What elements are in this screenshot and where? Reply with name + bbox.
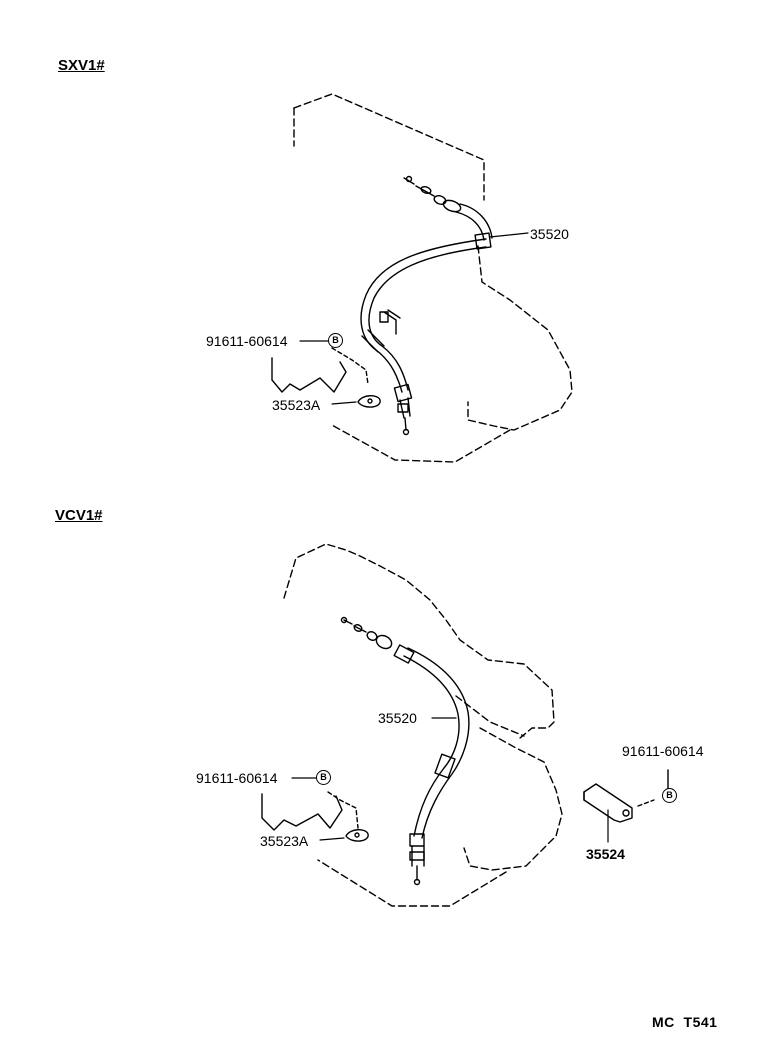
- sxv-shift-cable: [360, 175, 493, 436]
- vcv-left-bracket-area: [261, 791, 369, 842]
- section-title-sxv: SXV1#: [58, 57, 105, 74]
- vcv-bolt-left-marker-icon: B: [316, 770, 331, 785]
- vcv-cable-label: 35520: [378, 710, 417, 726]
- sxv-bracket-label: 35523A: [272, 397, 321, 413]
- vcv-shift-cable: [340, 616, 470, 886]
- vcv-leaders: [291, 717, 609, 843]
- sxv-bolt-label: 91611-60614: [206, 333, 288, 349]
- vcv-right-bracket-part: [583, 769, 669, 823]
- vcv-transmission-outline: [283, 543, 563, 907]
- section-title-vcv: VCV1#: [55, 507, 103, 524]
- diagram-code: MC T541: [652, 1014, 718, 1030]
- vcv-bolt-right-label: 91611-60614: [622, 743, 704, 759]
- vcv-bolt-right-marker-icon: B: [662, 788, 677, 803]
- vcv-bracket-right-label: 35524: [586, 846, 625, 862]
- sxv-leaders: [299, 232, 529, 405]
- vcv-bracket-left-label: 35523A: [260, 833, 309, 849]
- sxv-bracket-area: [271, 347, 381, 408]
- vcv-bolt-left-label: 91611-60614: [196, 770, 278, 786]
- sxv-cable-label: 35520: [530, 226, 569, 242]
- sxv-transmission-outline: [293, 93, 573, 463]
- sxv-bolt-marker-icon: B: [328, 333, 343, 348]
